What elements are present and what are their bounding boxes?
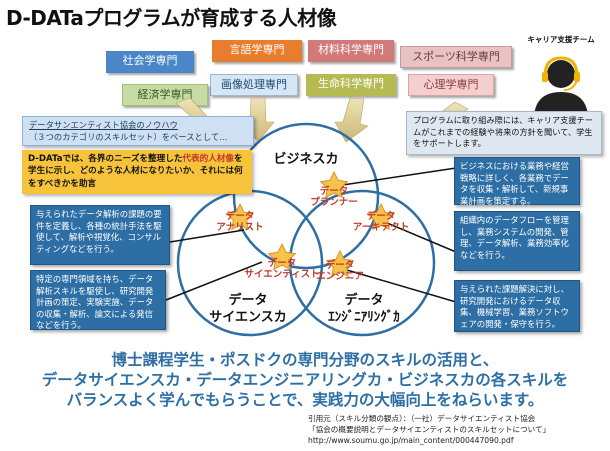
architect-line1: データ	[366, 211, 396, 222]
data-engineering-circle	[288, 189, 436, 337]
connector-scientist	[165, 261, 263, 301]
citation-line1: 引用元（スキル分類の観点）：（一社）データサイエンティスト協会	[308, 414, 536, 423]
desc-architect: 組織内のデータフローを管理し、業務システムの開発、管理、データ解析、業務効率化な…	[454, 211, 580, 271]
connector-architect	[379, 219, 457, 253]
category-keizai: 経済学専門	[122, 84, 208, 106]
analyst-line1: データ	[225, 211, 255, 222]
desc-analyst: 与えられたデータ解析の課題の要件を定義し、各種の統計手法を駆使して、解析や視覚化…	[30, 205, 170, 265]
desc-engineer: 与えられた課題解決に対し、研究開発におけるデータ収集、機械学習、業務ソフトウェア…	[454, 280, 580, 332]
career-label: キャリア支援チーム	[527, 35, 595, 44]
connector-analyst	[169, 229, 245, 243]
star-planner-label: データ プランナー	[298, 186, 370, 208]
data-science-label: データ サイエンスカ	[208, 292, 288, 326]
scientist-line1: データ	[267, 258, 297, 269]
star-analyst-label: データ アナリスト	[204, 211, 276, 233]
data-science-line2: サイエンスカ	[209, 310, 287, 325]
page-title: D-DATaプログラムが育成する人材像	[6, 6, 337, 30]
data-engineering-line2: ｴﾝｼﾞﾆｱﾘﾝｸﾞｶ	[328, 310, 400, 325]
citation-line2: 「協会の概要説明とデータサイエンティストのスキルセットについて」	[308, 425, 551, 434]
planner-line1: データ	[319, 186, 349, 197]
main-note-part2: を学生に示し、どのような人材になりたいか、それには何をすべきかを助言	[28, 154, 243, 189]
category-gengo: 言語学専門	[212, 40, 302, 62]
summary-line2: データサイエンスカ・データエンジニアリングカ・ビジネスカの各スキルを	[41, 371, 569, 389]
summary-line1: 博士課程学生・ポスドクの専門分野のスキルの活用と、	[111, 351, 499, 369]
star-scientist-icon	[267, 242, 297, 271]
data-engineering-line1: データ	[344, 293, 384, 308]
category-shinri: 心理学専門	[408, 74, 494, 96]
citation-url[interactable]: http://www.soumu.go.jp/main_content/0004…	[308, 436, 514, 445]
headset-person-icon	[534, 56, 588, 116]
knowhow-line2: （３つのカテゴリのスキルセット）をベースとして…	[29, 132, 228, 142]
analyst-line2: アナリスト	[216, 222, 264, 233]
star-engineer-label: データ エンジニア	[304, 260, 376, 282]
main-note: D-DATaでは、各界のニーズを整理した代表的人材像を学生に示し、どのような人材…	[22, 150, 252, 194]
business-circle	[232, 122, 380, 270]
main-note-highlight: 代表的人材像	[182, 154, 234, 164]
engineer-line2: エンジニア	[316, 271, 364, 282]
star-architect-label: データ アーキテクト	[345, 211, 417, 233]
category-shakai: 社会学専門	[106, 51, 194, 73]
architect-line2: アーキテクト	[352, 222, 410, 233]
star-planner-icon	[319, 170, 349, 199]
main-note-part1: D-DATaでは、各界のニーズを整理した	[28, 154, 183, 164]
business-label: ビジネスカ	[273, 152, 339, 167]
category-seimei: 生命科学専門	[306, 74, 396, 96]
planner-line2: プランナー	[310, 197, 358, 208]
desc-scientist: 特定の専門領域を持ち、データ解析スキルを駆使し、研究開発計画の策定、実験実施、デ…	[30, 270, 166, 330]
scientist-line2: サイエンティスト	[244, 269, 320, 280]
star-analyst-icon	[225, 202, 255, 231]
connector-engineer	[339, 267, 457, 303]
data-engineering-label: データ ｴﾝｼﾞﾆｱﾘﾝｸﾞｶ	[322, 292, 406, 326]
career-support: キャリア支援チーム	[514, 34, 608, 116]
arrow-right	[334, 97, 369, 143]
star-architect-icon	[366, 202, 396, 231]
star-engineer-icon	[325, 249, 355, 278]
summary-line3: バランスよく学んでもらうことで、実践力の大幅向上をねらいます。	[66, 391, 544, 409]
data-science-line1: データ	[228, 293, 268, 308]
star-scientist-label: データ サイエンティスト	[236, 258, 328, 280]
knowhow-line1: データサンエンティスト協会のノウハウ	[29, 120, 178, 130]
category-gazo: 画像処理専門	[210, 74, 298, 96]
career-note: プログラムに取り組み際には、キャリア支援チームがこれまでの経験や将来の方針を聞い…	[406, 111, 602, 155]
category-sports: スポーツ科学専門	[400, 46, 512, 68]
desc-planner: ビジネスにおける業務や経営戦略に詳しく、各業務でデータを収集・解析して、新規事業…	[454, 157, 580, 206]
engineer-line1: データ	[325, 260, 355, 271]
connector-planner	[335, 167, 457, 187]
category-zairyo: 材料科学専門	[308, 40, 394, 62]
knowhow-box: データサンエンティスト協会のノウハウ （３つのカテゴリのスキルセット）をベースと…	[22, 116, 254, 146]
